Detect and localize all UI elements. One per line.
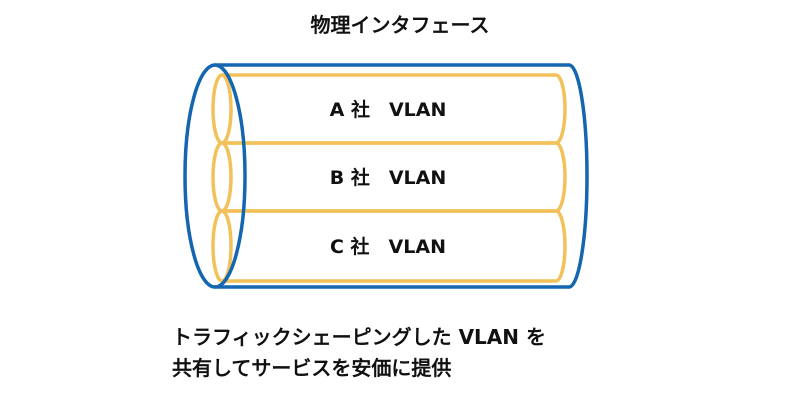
vlan-b-label: B 社 VLAN — [330, 166, 447, 189]
caption: トラフィックシェーピングした VLAN を 共有してサービスを安価に提供 — [172, 322, 772, 384]
vlan-tube-b: B 社 VLAN — [211, 141, 567, 213]
physical-cable-body — [215, 63, 589, 289]
vlan-tube-b-end — [211, 141, 233, 213]
vlan-tube-a-body — [222, 73, 567, 145]
caption-line-1: トラフィックシェーピングした VLAN を — [172, 325, 546, 349]
physical-interface-title: 物理インタフェース — [310, 13, 490, 37]
vlan-tube-b-body — [222, 141, 567, 213]
vlan-a-label: A 社 VLAN — [330, 98, 447, 121]
vlan-tube-a-end — [211, 73, 233, 145]
physical-cable — [183, 63, 589, 289]
caption-line-2: 共有してサービスを安価に提供 — [172, 356, 452, 380]
physical-cable-end — [183, 63, 247, 289]
vlan-tube-c: C 社 VLAN — [211, 209, 567, 283]
vlan-tube-a: A 社 VLAN — [211, 73, 567, 145]
vlan-tube-c-end — [211, 209, 233, 283]
vlan-c-label: C 社 VLAN — [330, 235, 446, 258]
vlan-tube-c-body — [222, 209, 567, 283]
